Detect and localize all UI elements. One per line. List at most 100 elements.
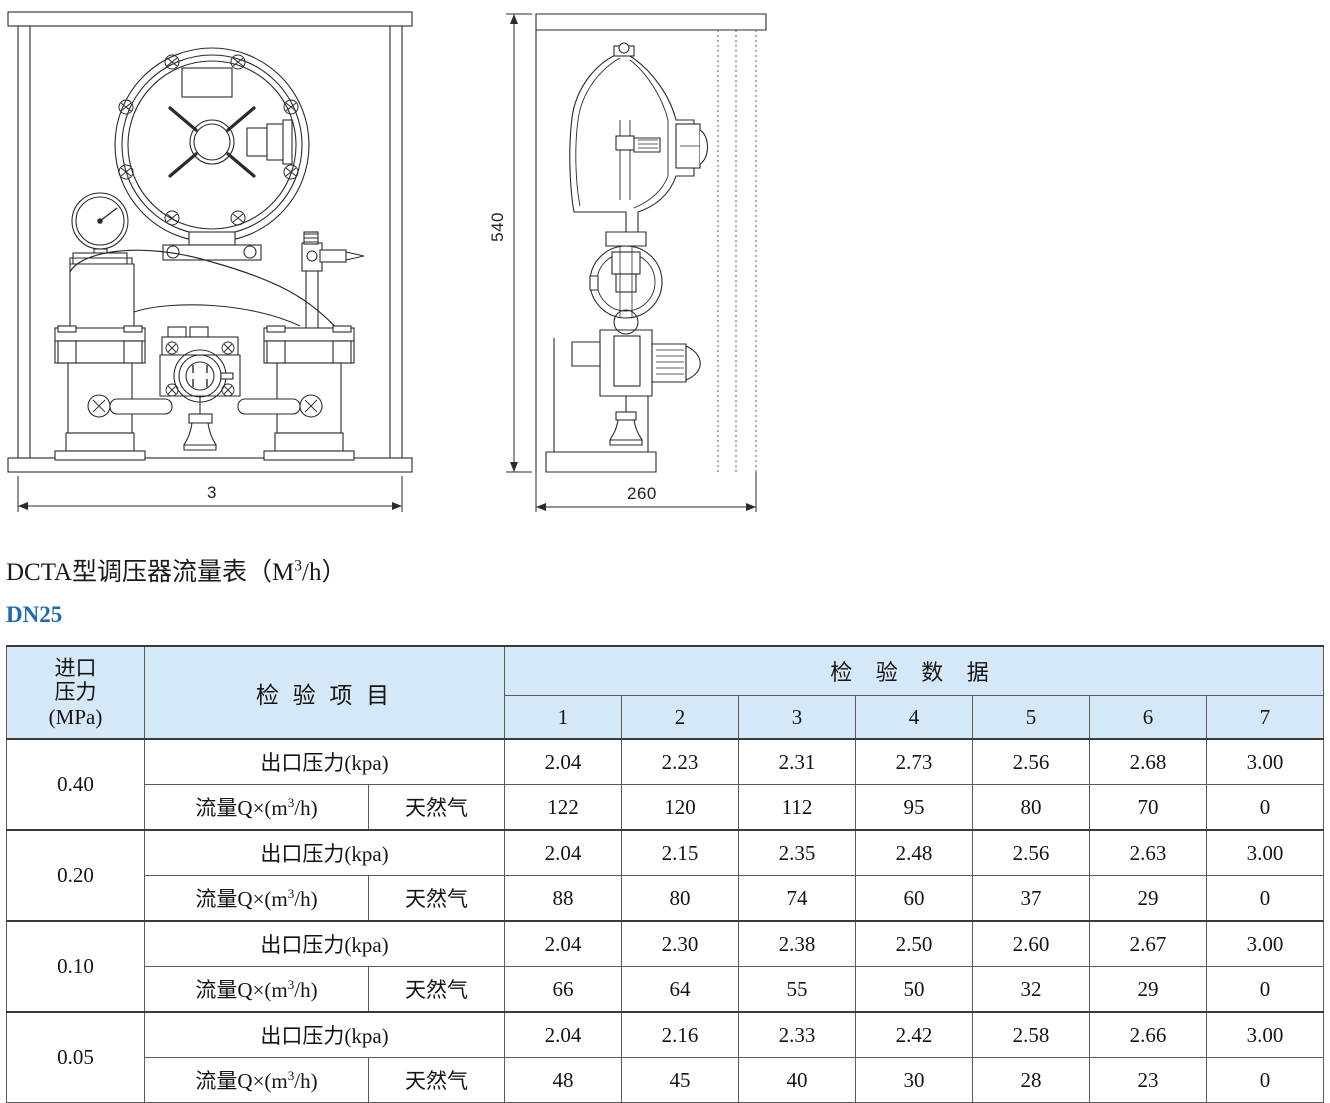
cell-flow-value: 95 bbox=[855, 784, 973, 831]
cell-flow-value: 30 bbox=[855, 1057, 973, 1103]
caption-prefix: DCTA型调压器流量表（M bbox=[6, 559, 295, 586]
gas-pressure-regulator-side-view: 540 260 bbox=[480, 0, 780, 540]
header-inlet-pressure: 进口 压力 (MPa) bbox=[6, 645, 145, 740]
technical-drawings-area: 3 bbox=[0, 0, 1330, 540]
cell-outlet-pressure-label: 出口压力(kpa) bbox=[144, 738, 505, 785]
cell-flow-label: 流量Q×(m3/h) bbox=[144, 966, 369, 1013]
caption-suffix: /h） bbox=[302, 559, 347, 586]
side-view-height-dimension: 540 bbox=[488, 212, 507, 242]
cell-outlet-pressure-value: 2.04 bbox=[504, 920, 622, 967]
cell-flow-value: 88 bbox=[504, 875, 622, 922]
cell-outlet-pressure-value: 2.42 bbox=[855, 1011, 973, 1058]
side-view-width-dimension: 260 bbox=[627, 484, 657, 503]
cell-flow-value: 0 bbox=[1205, 966, 1325, 1013]
flow-label-superscript: 3 bbox=[287, 886, 295, 901]
cell-flow-value: 112 bbox=[738, 784, 856, 831]
flow-rate-table-wrapper: 进口 压力 (MPa) 检 验 项 目 检 验 数 据 1 2 3 4 5 6 … bbox=[6, 645, 1325, 1103]
cell-outlet-pressure-value: 2.56 bbox=[972, 738, 1090, 785]
cell-inlet-pressure: 0.20 bbox=[6, 829, 145, 922]
flow-label-superscript: 3 bbox=[287, 795, 295, 810]
cell-natural-gas-label: 天然气 bbox=[368, 784, 505, 831]
cell-outlet-pressure-value: 3.00 bbox=[1205, 920, 1325, 967]
cell-outlet-pressure-value: 2.04 bbox=[504, 829, 622, 876]
flow-label-suffix: /h) bbox=[294, 978, 318, 1002]
cell-flow-value: 29 bbox=[1089, 966, 1207, 1013]
front-view-svg bbox=[7, 11, 413, 512]
cell-flow-value: 40 bbox=[738, 1057, 856, 1103]
cell-outlet-pressure-value: 2.15 bbox=[621, 829, 739, 876]
cell-flow-label: 流量Q×(m3/h) bbox=[144, 1057, 369, 1103]
cell-flow-value: 0 bbox=[1205, 875, 1325, 922]
cell-outlet-pressure-value: 2.35 bbox=[738, 829, 856, 876]
cell-outlet-pressure-value: 2.16 bbox=[621, 1011, 739, 1058]
flow-label-prefix: 流量Q×(m bbox=[195, 796, 288, 820]
caption-superscript: 3 bbox=[294, 557, 303, 575]
flow-label-prefix: 流量Q×(m bbox=[195, 978, 288, 1002]
cell-flow-value: 70 bbox=[1089, 784, 1207, 831]
cell-flow-value: 80 bbox=[972, 784, 1090, 831]
cell-outlet-pressure-value: 2.31 bbox=[738, 738, 856, 785]
cell-flow-label: 流量Q×(m3/h) bbox=[144, 784, 369, 831]
cell-flow-value: 50 bbox=[855, 966, 973, 1013]
cell-flow-label: 流量Q×(m3/h) bbox=[144, 875, 369, 922]
gas-pressure-regulator-front-view: 3 bbox=[0, 0, 440, 540]
cell-flow-value: 32 bbox=[972, 966, 1090, 1013]
front-view-width-dimension: 3 bbox=[207, 483, 217, 502]
header-inspection-data: 检 验 数 据 bbox=[503, 645, 1325, 696]
header-col-6: 6 bbox=[1089, 695, 1207, 740]
header-col-5: 5 bbox=[972, 695, 1090, 740]
cell-outlet-pressure-value: 2.30 bbox=[621, 920, 739, 967]
flow-label-suffix: /h) bbox=[294, 887, 318, 911]
cell-flow-value: 60 bbox=[855, 875, 973, 922]
flow-label-prefix: 流量Q×(m bbox=[195, 1069, 288, 1093]
cell-inlet-pressure: 0.40 bbox=[6, 738, 145, 831]
flow-label-suffix: /h) bbox=[294, 1069, 318, 1093]
cell-outlet-pressure-value: 2.56 bbox=[972, 829, 1090, 876]
cell-flow-value: 29 bbox=[1089, 875, 1207, 922]
cell-inlet-pressure: 0.05 bbox=[6, 1011, 145, 1103]
cell-outlet-pressure-value: 2.38 bbox=[738, 920, 856, 967]
header-col-3: 3 bbox=[738, 695, 856, 740]
cell-flow-value: 122 bbox=[504, 784, 622, 831]
cell-outlet-pressure-label: 出口压力(kpa) bbox=[144, 920, 505, 967]
cell-flow-value: 64 bbox=[621, 966, 739, 1013]
cell-outlet-pressure-value: 2.67 bbox=[1089, 920, 1207, 967]
flow-label-superscript: 3 bbox=[287, 1068, 295, 1083]
cell-flow-value: 37 bbox=[972, 875, 1090, 922]
header-col-2: 2 bbox=[621, 695, 739, 740]
cell-outlet-pressure-value: 2.60 bbox=[972, 920, 1090, 967]
cell-outlet-pressure-value: 3.00 bbox=[1205, 1011, 1325, 1058]
flow-rate-table: 进口 压力 (MPa) 检 验 项 目 检 验 数 据 1 2 3 4 5 6 … bbox=[6, 645, 1325, 1103]
table-header: 进口 压力 (MPa) 检 验 项 目 检 验 数 据 1 2 3 4 5 6 … bbox=[6, 645, 1325, 740]
cell-flow-value: 74 bbox=[738, 875, 856, 922]
cell-natural-gas-label: 天然气 bbox=[368, 1057, 505, 1103]
cell-outlet-pressure-value: 2.04 bbox=[504, 738, 622, 785]
cell-flow-value: 0 bbox=[1205, 784, 1325, 831]
cell-outlet-pressure-value: 2.48 bbox=[855, 829, 973, 876]
dn-size-label: DN25 bbox=[6, 602, 63, 627]
header-col-7: 7 bbox=[1205, 695, 1325, 740]
cell-outlet-pressure-value: 2.50 bbox=[855, 920, 973, 967]
cell-flow-value: 48 bbox=[504, 1057, 622, 1103]
cell-outlet-pressure-value: 2.73 bbox=[855, 738, 973, 785]
cell-outlet-pressure-value: 2.68 bbox=[1089, 738, 1207, 785]
cell-flow-value: 45 bbox=[621, 1057, 739, 1103]
flow-label-superscript: 3 bbox=[287, 977, 295, 992]
cell-outlet-pressure-value: 2.63 bbox=[1089, 829, 1207, 876]
inlet-pressure-line1: 进口 bbox=[54, 655, 97, 680]
cell-natural-gas-label: 天然气 bbox=[368, 875, 505, 922]
flow-label-suffix: /h) bbox=[294, 796, 318, 820]
cell-outlet-pressure-value: 3.00 bbox=[1205, 829, 1325, 876]
cell-outlet-pressure-value: 3.00 bbox=[1205, 738, 1325, 785]
cell-flow-value: 23 bbox=[1089, 1057, 1207, 1103]
header-row-top: 进口 压力 (MPa) 检 验 项 目 检 验 数 据 bbox=[6, 645, 1325, 740]
header-col-4: 4 bbox=[855, 695, 973, 740]
inlet-pressure-line3: (MPa) bbox=[48, 704, 103, 729]
